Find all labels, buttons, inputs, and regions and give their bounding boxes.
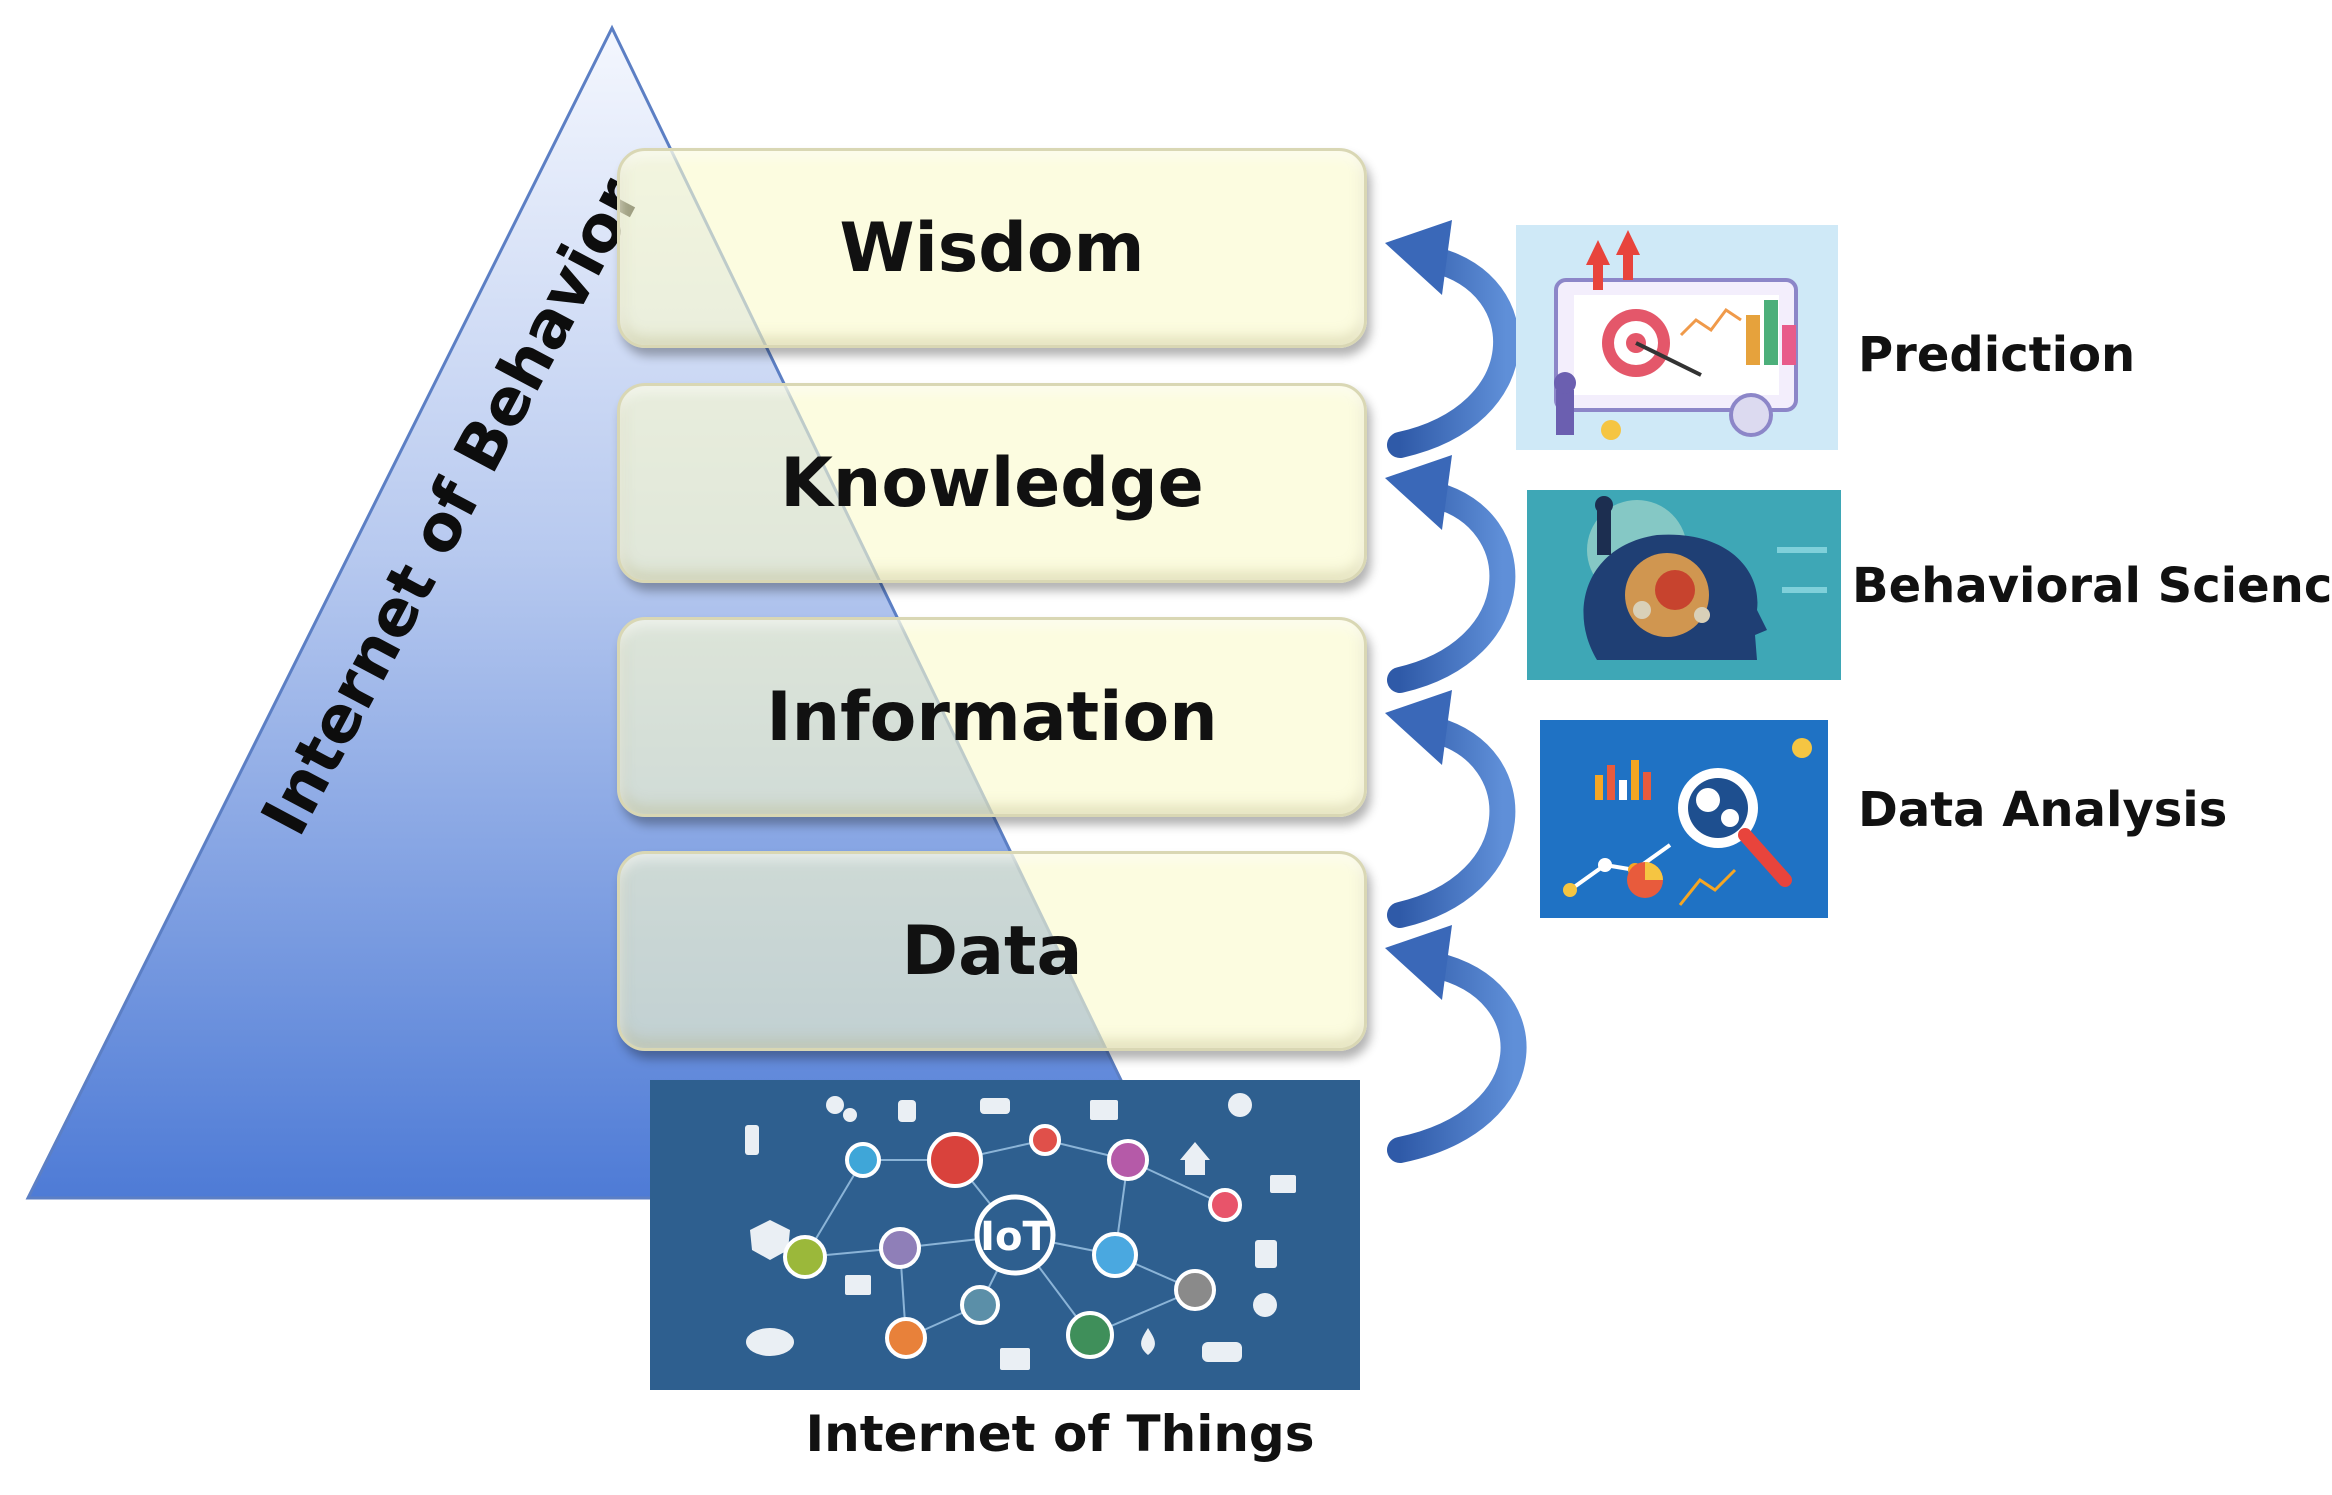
process-label-data-analysis: Data Analysis	[1858, 782, 2228, 838]
level-label-knowledge: Knowledge	[780, 443, 1204, 523]
arrow-iot-to-data	[1385, 925, 1527, 1163]
iot-center-label: IoT	[980, 1214, 1050, 1260]
level-label-information: Information	[766, 677, 1218, 757]
data-analysis-image	[1540, 720, 1828, 918]
iot-caption: Internet of Things	[805, 1405, 1315, 1463]
arrow-information-to-knowledge	[1385, 455, 1516, 693]
level-label-data: Data	[901, 911, 1083, 991]
iot-network-illustration: IoT	[745, 1093, 1296, 1370]
behavioral-science-image	[1527, 490, 1841, 680]
level-label-wisdom: Wisdom	[839, 208, 1145, 288]
arrow-data-to-information	[1385, 690, 1516, 928]
level-wisdom: Wisdom	[617, 148, 1367, 348]
prediction-image	[1516, 225, 1838, 450]
prediction-illustration	[1554, 230, 1798, 440]
arrow-knowledge-to-wisdom	[1385, 220, 1520, 458]
level-data: Data	[617, 851, 1367, 1051]
process-label-behavioral-science: Behavioral Science	[1852, 558, 2332, 614]
level-knowledge: Knowledge	[617, 383, 1367, 583]
process-label-prediction: Prediction	[1858, 327, 2136, 383]
analytics-illustration	[1563, 738, 1812, 906]
iot-image: IoT	[650, 1080, 1360, 1390]
level-information: Information	[617, 617, 1367, 817]
head-illustration	[1583, 496, 1827, 660]
